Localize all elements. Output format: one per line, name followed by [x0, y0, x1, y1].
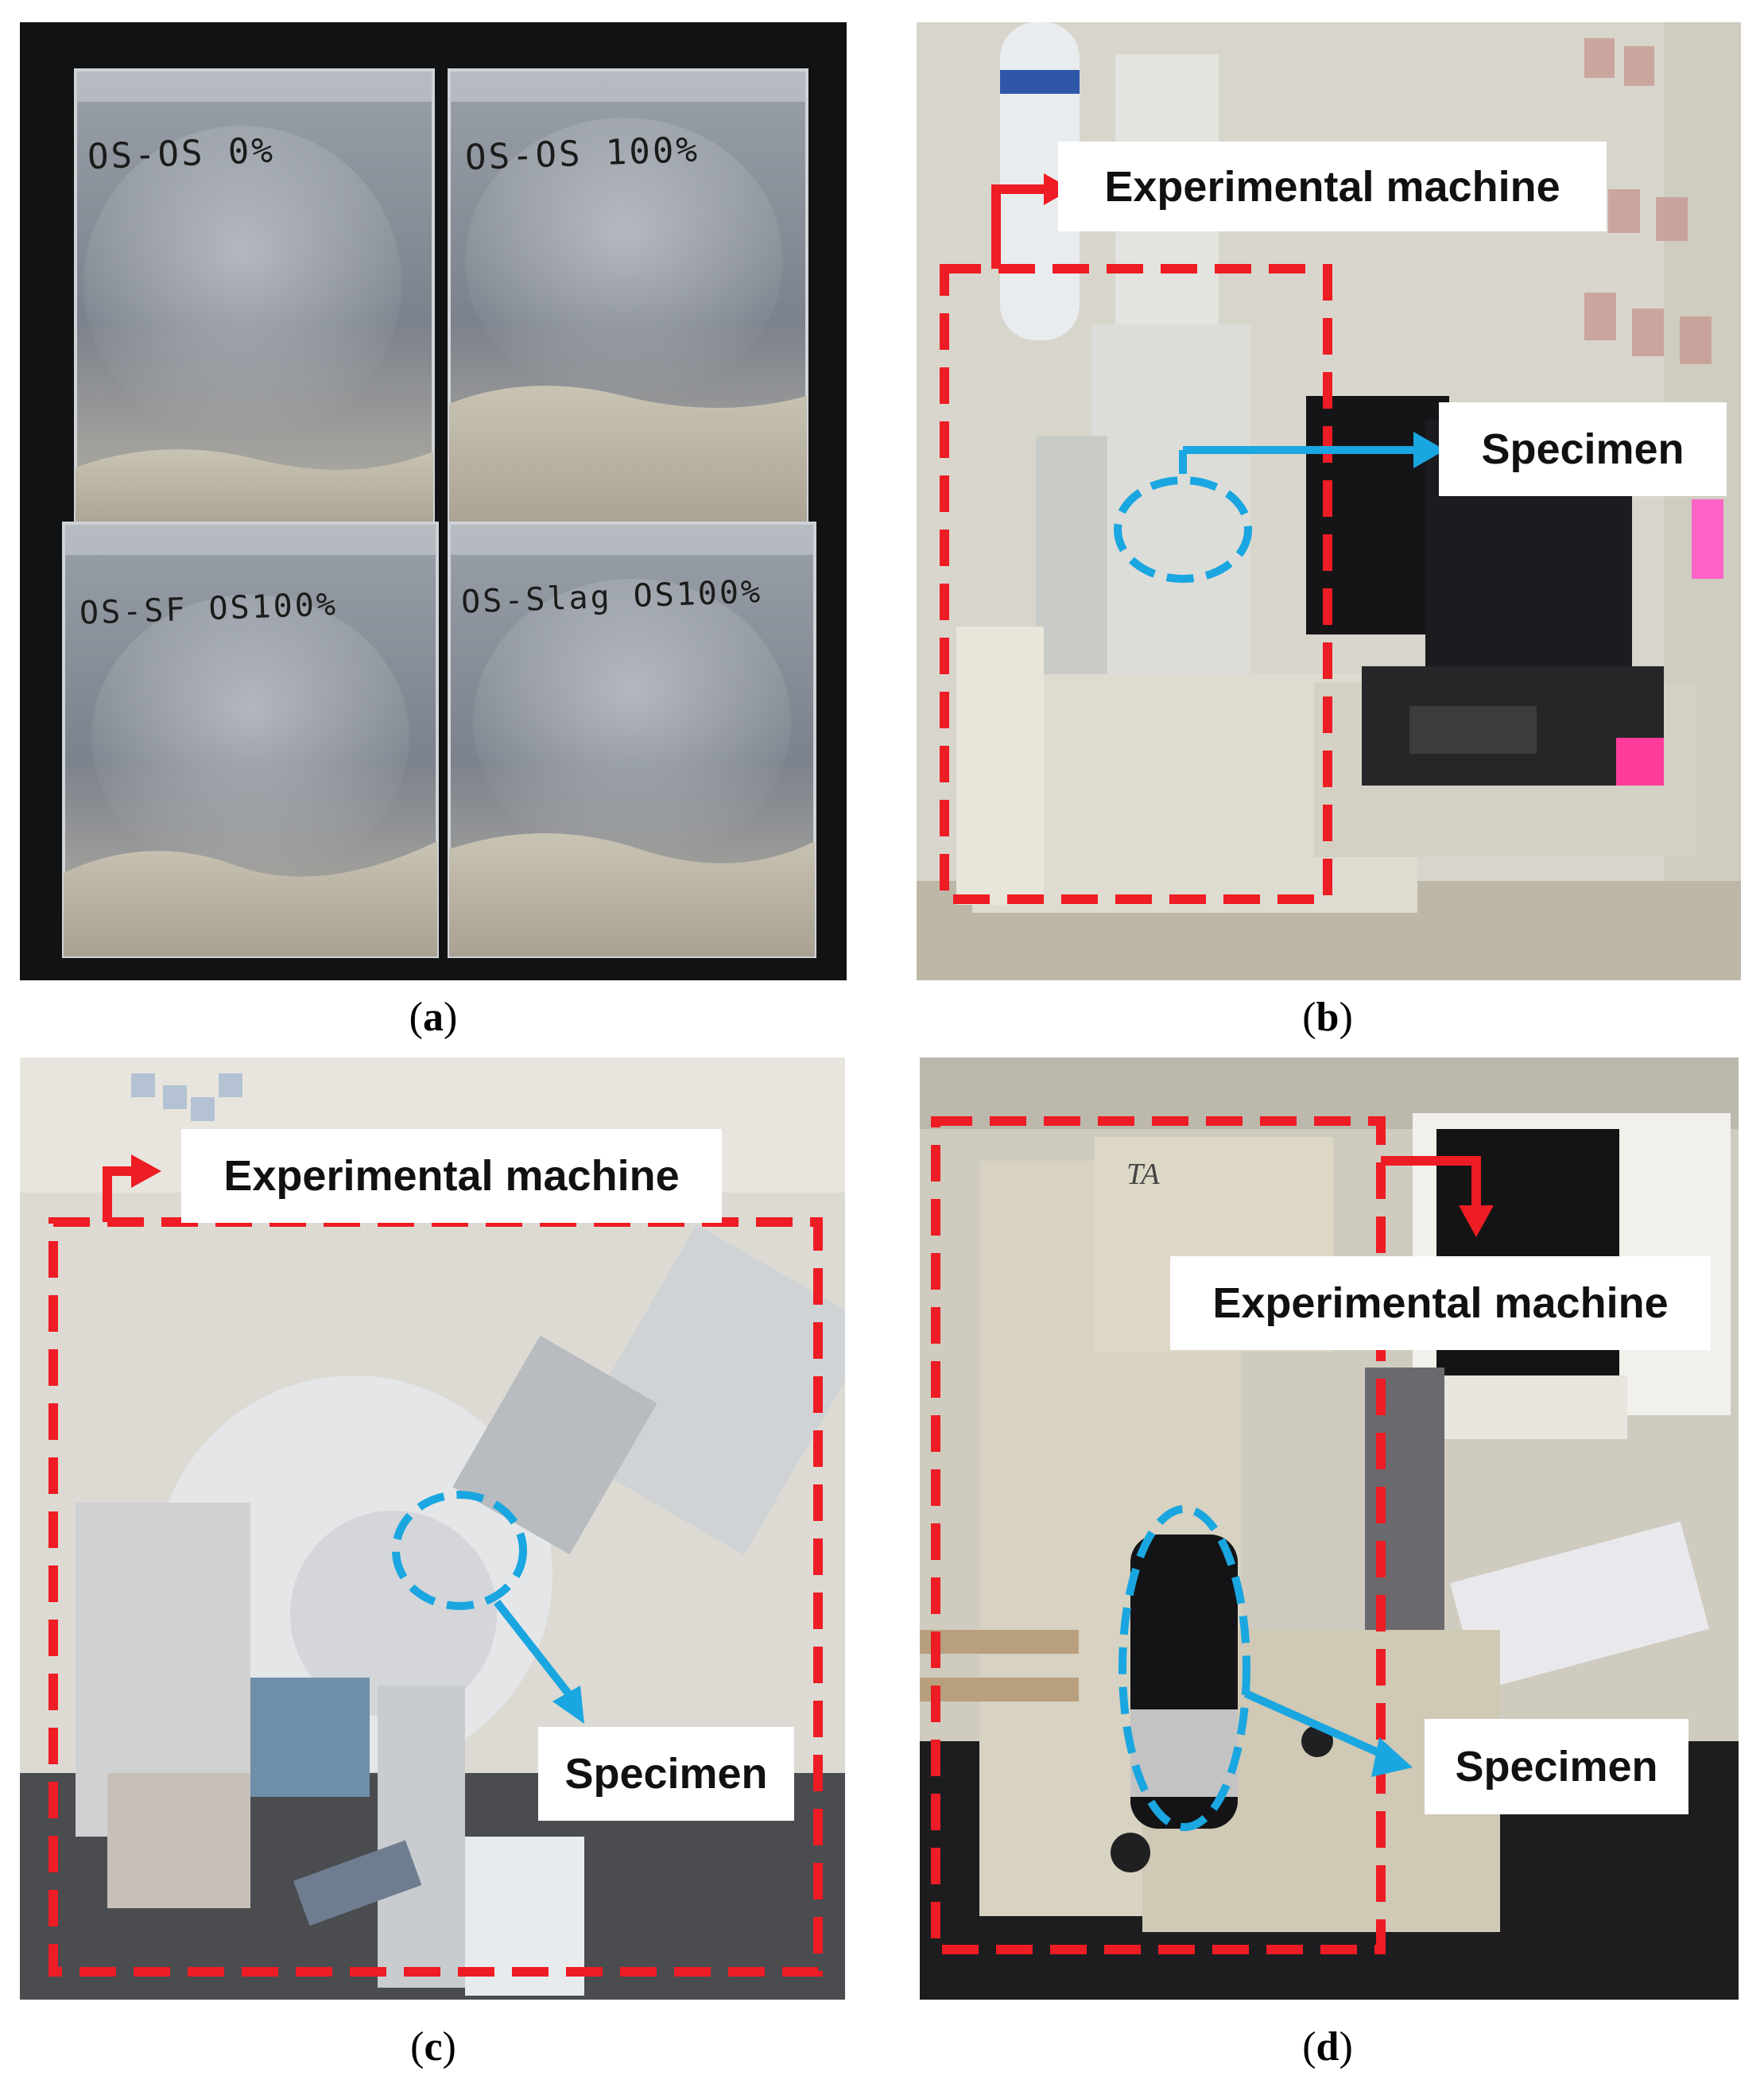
bag-label-2: OS-OS 100% [464, 129, 700, 179]
bag-os-sf-os100 [62, 522, 439, 958]
ta-logo: TA [1126, 1158, 1160, 1191]
specimen-label-d: Specimen [1425, 1719, 1688, 1814]
bag-os-os-100 [448, 68, 808, 533]
specimen-dashed-circle [392, 1491, 527, 1610]
machine-pointer-line [103, 1166, 135, 1222]
machine-pointer-arrowhead [131, 1154, 161, 1188]
machine-pointer-line [1381, 1156, 1481, 1209]
panel-c-photo: Experimental machine Specimen [20, 1057, 845, 2000]
specimen-label-b: Specimen [1439, 402, 1727, 496]
machine-dashed-box [931, 1116, 1386, 1954]
caption-d: (d) [1302, 2024, 1353, 2070]
caption-b: (b) [1302, 995, 1353, 1040]
machine-dashed-box [940, 264, 1332, 904]
panel-b-photo: Experimental machine Specimen [917, 22, 1741, 980]
machine-dashed-box [48, 1217, 823, 1977]
specimen-arrowhead [552, 1686, 584, 1724]
machine-pointer-line [991, 184, 1048, 269]
sem-overlay [940, 173, 1445, 904]
panel-d-photo: TA Experimental machine Specimen [920, 1057, 1739, 2000]
tga-overlay [931, 1116, 1494, 1954]
specimen-arrowhead [1371, 1737, 1413, 1777]
bag-os-slag-os100 [448, 522, 816, 958]
specimen-arrow-line [494, 1599, 572, 1697]
machine-label-b: Experimental machine [1058, 142, 1607, 231]
machine-label-c: Experimental machine [181, 1129, 722, 1223]
caption-a: (a) [409, 995, 458, 1040]
bag-os-os-0 [74, 68, 435, 533]
specimen-dashed-circle [1114, 476, 1252, 583]
bag-label-1: OS-OS 0% [87, 130, 276, 178]
machine-label-d: Experimental machine [1170, 1256, 1711, 1350]
xrd-machine-photo [20, 1057, 845, 2000]
specimen-label-c: Specimen [538, 1727, 794, 1821]
caption-c: (c) [410, 2024, 456, 2070]
specimen-arrow-line [1243, 1690, 1391, 1761]
panel-a-photo: OS-OS 0% OS-OS 100% OS-SF OS100% OS-Slag… [20, 22, 847, 980]
specimen-arrowhead [1413, 432, 1445, 468]
specimen-dashed-circle [1118, 1505, 1250, 1831]
machine-pointer-arrowhead [1459, 1205, 1494, 1237]
sample-bags-photo [20, 22, 847, 980]
machine-pointer-arrowhead [1044, 173, 1072, 205]
